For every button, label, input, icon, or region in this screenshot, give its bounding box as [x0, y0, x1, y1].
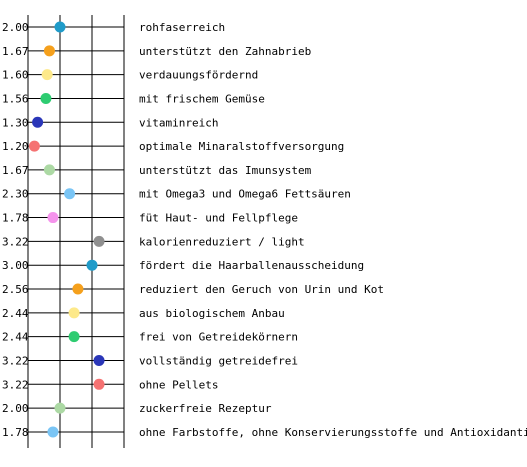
data-point — [54, 21, 66, 33]
data-point — [32, 116, 44, 128]
data-point — [40, 92, 52, 104]
value-label: 3.22 — [2, 378, 29, 391]
category-label: vitaminreich — [139, 116, 218, 129]
category-label: verdauungsfördernd — [139, 69, 258, 82]
value-label: 2.00 — [2, 402, 29, 415]
value-label: 1.78 — [2, 426, 29, 439]
data-point — [68, 307, 80, 319]
value-label: 3.00 — [2, 259, 29, 272]
category-label: kalorienreduziert / light — [139, 235, 305, 248]
data-point — [93, 378, 105, 390]
data-point — [68, 331, 80, 343]
data-point — [93, 235, 105, 247]
category-label: optimale Minaralstoffversorgung — [139, 140, 344, 153]
data-point — [43, 45, 55, 57]
value-label: 2.00 — [2, 21, 29, 34]
category-label: fördert die Haarballenausscheidung — [139, 259, 364, 272]
data-point — [72, 283, 84, 295]
data-point — [47, 212, 59, 224]
category-label: reduziert den Geruch von Urin und Kot — [139, 283, 384, 296]
category-label: zuckerfreie Rezeptur — [139, 402, 272, 415]
category-label: rohfaserreich — [139, 21, 225, 34]
value-label: 1.67 — [2, 164, 29, 177]
data-point — [28, 140, 40, 152]
value-label: 1.20 — [2, 140, 29, 153]
value-label: 2.44 — [2, 331, 29, 344]
category-label: ohne Farbstoffe, ohne Konservierungsstof… — [139, 426, 527, 439]
value-label: 1.30 — [2, 116, 29, 129]
grid — [27, 15, 125, 448]
category-label: mit Omega3 und Omega6 Fettsäuren — [139, 188, 351, 201]
value-label: 2.44 — [2, 307, 29, 320]
data-point — [54, 402, 66, 414]
value-label: 2.30 — [2, 188, 29, 201]
labels: 2.00 rohfaserreich 1.67 unterstützt den Zah… — [2, 21, 527, 439]
data-point — [43, 164, 55, 176]
category-label: ohne Pellets — [139, 378, 218, 391]
data-point — [64, 188, 76, 200]
value-label: 2.56 — [2, 283, 29, 296]
data-point — [93, 354, 105, 366]
marks — [28, 21, 105, 438]
value-label: 3.22 — [2, 354, 29, 367]
value-label: 1.56 — [2, 92, 29, 105]
value-label: 1.78 — [2, 212, 29, 225]
category-label: unterstützt das Imunsystem — [139, 164, 312, 177]
category-label: mit frischem Gemüse — [139, 92, 265, 105]
value-label: 3.22 — [2, 235, 29, 248]
data-point — [86, 259, 98, 271]
category-label: füt Haut- und Fellpflege — [139, 212, 298, 225]
value-label: 1.60 — [2, 69, 29, 82]
data-point — [47, 426, 59, 438]
category-label: unterstützt den Zahnabrieb — [139, 45, 311, 58]
category-label: frei von Getreidekörnern — [139, 331, 298, 344]
category-label: vollständig getreidefrei — [139, 354, 298, 367]
value-label: 1.67 — [2, 45, 29, 58]
category-label: aus biologischem Anbau — [139, 307, 285, 320]
data-point — [41, 69, 53, 81]
